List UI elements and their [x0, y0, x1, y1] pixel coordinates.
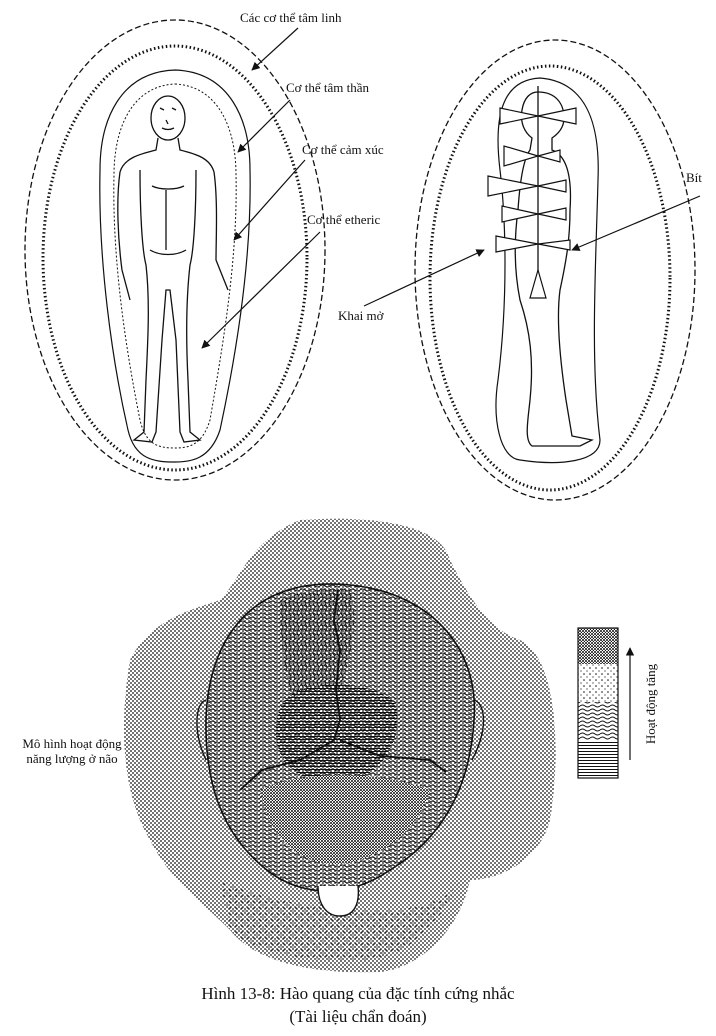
label-activity-increase: Hoạt động tăng — [643, 663, 658, 745]
arrow-etheric — [201, 231, 321, 349]
label-brain-model: Mô hình hoạt động năng lượng ở não — [4, 736, 140, 766]
legend-band-lines — [578, 740, 618, 778]
arrow-spiritual — [251, 27, 299, 71]
arrow-mental — [237, 99, 291, 153]
mental-aura-left — [99, 69, 251, 463]
label-etheric-body: Cơ thể etheric — [307, 212, 381, 227]
label-brain-model-line1: Mô hình hoạt động — [22, 736, 122, 751]
right-ear — [471, 699, 485, 761]
skull-fissure — [239, 589, 447, 791]
side-figure — [363, 39, 701, 501]
arrow-emotional — [233, 159, 306, 241]
chakra-cones — [487, 107, 577, 299]
side-mental-aura — [495, 77, 601, 464]
head-central-region — [275, 684, 398, 785]
legend-band-dense-dots — [578, 628, 618, 664]
left-ear — [196, 699, 207, 761]
outer-aura-left — [24, 19, 326, 481]
emotional-aura-left — [113, 83, 237, 449]
figure-caption-line2: (Tài liệu chẩn đoán) — [289, 1007, 427, 1026]
label-brain-model-line2: năng lượng ở não — [26, 751, 118, 766]
legend-frame — [577, 627, 619, 779]
label-blocked: Bít — [686, 170, 702, 185]
spiritual-band-right — [428, 64, 672, 492]
outer-aura-right — [414, 39, 696, 501]
label-mental-body: Cơ thể tâm thần — [286, 80, 370, 95]
label-open: Khai mở — [338, 308, 384, 323]
label-spiritual-bodies: Các cơ thể tâm linh — [240, 10, 342, 25]
arrow-open — [363, 249, 485, 307]
nose — [317, 885, 360, 917]
human-body-front — [117, 95, 229, 443]
legend-band-sparse-dots — [578, 664, 618, 702]
human-body-side — [514, 91, 594, 447]
label-emotional-body: Cơ thể cảm xúc — [302, 142, 384, 157]
inner-activity-cloud — [220, 880, 460, 961]
spiritual-band-left — [41, 44, 309, 472]
frontal-region — [280, 589, 355, 700]
front-figure — [24, 19, 326, 481]
brain-energy-map — [124, 518, 556, 973]
figure-caption-line1: Hình 13-8: Hào quang của đặc tính cứng n… — [201, 984, 515, 1003]
legend-band-wavy — [578, 702, 618, 740]
lower-region — [260, 775, 430, 865]
activity-legend — [577, 627, 635, 779]
arrow-blocked — [571, 195, 701, 251]
